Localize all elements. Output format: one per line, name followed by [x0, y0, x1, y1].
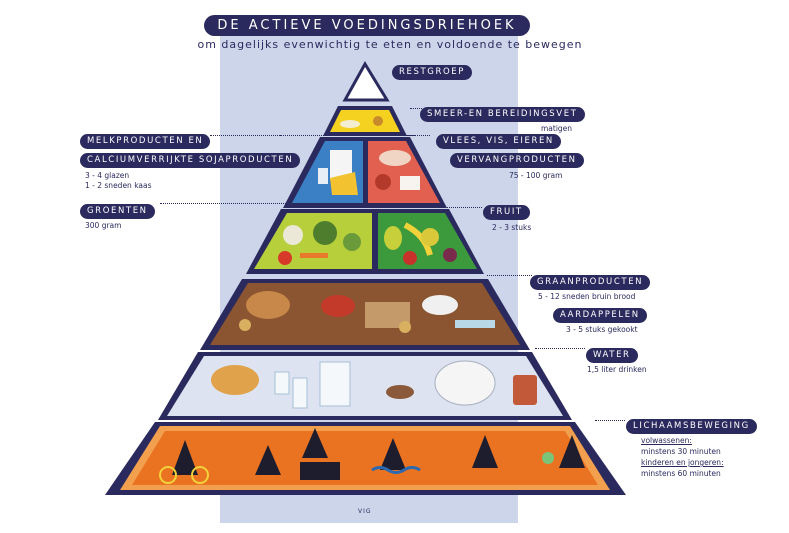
label-activity: LICHAAMSBEWEGING [626, 419, 757, 434]
note-kids-minutes: minstens 60 minuten [641, 469, 721, 478]
poster-title: DE ACTIEVE VOEDINGSDRIEHOEK [204, 15, 530, 36]
activity-layer [132, 431, 598, 485]
note-water: 1,5 liter drinken [587, 365, 647, 374]
glass-icon [274, 371, 290, 395]
soup-bowl-icon [211, 365, 259, 395]
pear-icon [384, 226, 402, 250]
note-grains: 5 - 12 sneden bruin brood [538, 292, 636, 301]
label-grains: GRAANPRODUCTEN [530, 275, 651, 290]
apple-icon [421, 228, 439, 246]
bicycle-wheel-icon [191, 466, 209, 484]
leader-line [595, 420, 625, 421]
bicycle-wheel-icon [159, 466, 177, 484]
note-dairy-cheese: 1 - 2 sneden kaas [85, 181, 152, 190]
leader-line [447, 207, 482, 208]
label-water: WATER [586, 348, 638, 363]
walking-figure-icon [255, 445, 281, 475]
stairs-icon [300, 462, 340, 480]
leader-line [395, 135, 415, 136]
butter-icon [340, 120, 360, 128]
leader-line [410, 108, 422, 109]
stairs-figure-icon [302, 428, 328, 458]
potato-icon [239, 319, 251, 331]
milk-carton-icon [330, 150, 352, 180]
label-potatoes: AARDAPPELEN [553, 308, 647, 323]
coffee-cup-icon [386, 385, 414, 399]
rice-bowl-icon [422, 295, 458, 315]
oil-bottle-icon [373, 116, 383, 126]
knife-icon [455, 320, 495, 328]
note-adults: volwassenen: [641, 435, 692, 446]
carrot-icon [300, 253, 328, 258]
label-meat-substitutes: VERVANGPRODUCTEN [450, 153, 584, 168]
leader-line [535, 348, 585, 349]
glass-icon [318, 168, 328, 184]
poster-subtitle: om dagelijks evenwichtig te eten en vold… [197, 38, 583, 51]
label-fruit: FRUIT [483, 205, 530, 220]
broccoli-icon [343, 233, 361, 251]
tennis-figure-icon [559, 435, 585, 468]
glass-icon [292, 377, 308, 409]
label-fats: SMEER-EN BEREIDINGSVET [420, 107, 585, 122]
label-vegetables: GROENTEN [80, 204, 155, 219]
swimming-figure-icon [380, 438, 406, 470]
leader-line [487, 275, 532, 276]
meat-layer [368, 141, 440, 203]
note-meat: 75 - 100 gram [509, 171, 563, 180]
plum-icon [443, 248, 457, 262]
note-dairy-glasses: 3 - 4 glazen [85, 171, 130, 180]
cabbage-icon [313, 221, 337, 245]
note-fats: matigen [541, 124, 573, 133]
teapot-icon [434, 360, 496, 406]
label-restgroep: RESTGROEP [392, 65, 472, 80]
publisher-logo: VIG [358, 508, 372, 515]
leader-line [210, 135, 320, 136]
note-fruit: 2 - 3 stuks [492, 223, 532, 232]
note-potatoes: 3 - 5 stuks gekookt [566, 325, 638, 334]
adults-heading: volwassenen: [641, 436, 692, 445]
leader-line [160, 203, 290, 204]
fats-layer [330, 110, 400, 132]
cereal-bowl-icon [321, 295, 355, 317]
cauliflower-icon [283, 225, 303, 245]
leader-line [280, 135, 430, 136]
label-meat: VLEES, VIS, EIEREN [436, 134, 561, 149]
dancing-figure-icon [472, 435, 498, 468]
label-soy: CALCIUMVERRIJKTE SOJAPRODUCTEN [80, 153, 301, 168]
meat-icon [375, 174, 391, 190]
fish-icon [379, 150, 411, 166]
active-figures [159, 428, 585, 484]
potato-icon [399, 321, 411, 333]
bread-icon [246, 291, 290, 319]
restgroep-layer [342, 61, 390, 102]
tennis-ball-icon [542, 452, 554, 464]
strawberry-icon [403, 251, 417, 265]
water-waves-icon [371, 466, 421, 474]
water-jug-icon [319, 361, 351, 407]
label-dairy: MELKPRODUCTEN EN [80, 134, 211, 149]
note-kids: kinderen en jongeren: [641, 457, 724, 468]
tea-glass-icon [513, 375, 537, 405]
tomato-icon [278, 251, 292, 265]
note-adults-minutes: minstens 30 minuten [641, 447, 721, 456]
cheese-icon [330, 172, 358, 195]
tofu-icon [400, 176, 420, 190]
cycling-figure-icon [172, 440, 198, 475]
kids-heading: kinderen en jongeren: [641, 458, 724, 467]
note-vegetables: 300 gram [85, 221, 122, 230]
